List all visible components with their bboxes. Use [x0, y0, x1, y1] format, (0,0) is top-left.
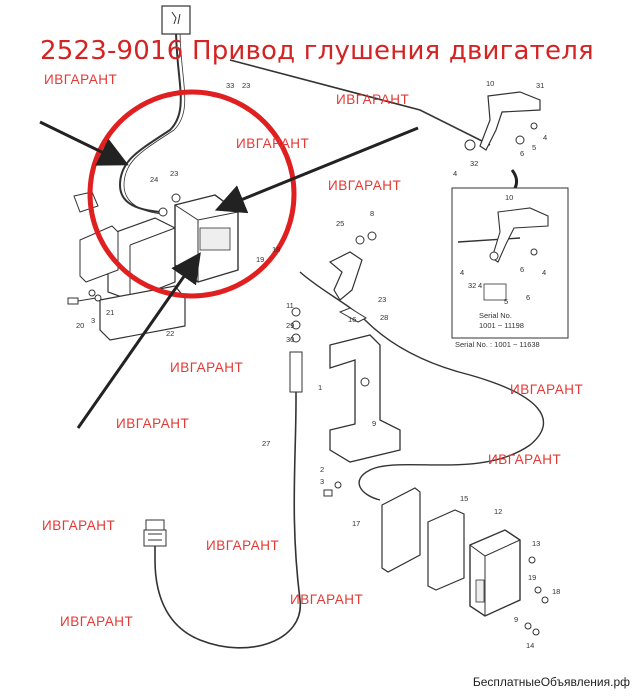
control-cable: [299, 271, 545, 501]
page-title: 2523-9016 Привод глушения двигателя: [40, 36, 594, 66]
callout-number: 2: [320, 465, 324, 474]
callout-number: 28: [380, 313, 388, 322]
bracket-15: [427, 509, 465, 591]
callout-number: 33: [226, 81, 234, 90]
callout-number: 6: [520, 149, 524, 158]
throttle-rod: [229, 59, 491, 146]
callout-number: 11: [286, 301, 294, 310]
upper-cable-inner: [123, 27, 186, 215]
callout-number: 8: [370, 209, 374, 218]
watermark: ИВГАРАНТ: [44, 72, 118, 87]
callout-number: 30: [286, 335, 294, 344]
callout-number: 1: [318, 383, 322, 392]
callout-number: 18: [272, 245, 280, 254]
watermark: ИВГАРАНТ: [206, 538, 280, 553]
callout-number: 32: [470, 159, 478, 168]
callout-number: 9: [514, 615, 518, 624]
callout-number: 12: [494, 507, 502, 516]
callout-number: 3: [91, 316, 95, 325]
callout-number: 21: [106, 308, 114, 317]
callout-number: 5: [504, 297, 508, 306]
watermark: ИВГАРАНТ: [510, 382, 584, 397]
watermark: ИВГАРАНТ: [42, 518, 116, 533]
pointer-arrow-1: [39, 120, 129, 166]
watermark: ИВГАРАНТ: [236, 136, 310, 151]
lower-left-plate: [99, 285, 186, 341]
pointer-arrow-3: [76, 252, 201, 429]
connector-plug: [143, 519, 167, 547]
callout-number: 32: [468, 281, 476, 290]
callout-number: 10: [505, 193, 513, 202]
shutdown-lever: [328, 251, 363, 301]
watermark: ИВГАРАНТ: [60, 614, 134, 629]
callout-number: 4: [460, 268, 464, 277]
callout-number: 29: [286, 321, 294, 330]
callout-number: 13: [532, 539, 540, 548]
callout-number: 14: [526, 641, 534, 650]
callout-number: 4: [453, 169, 457, 178]
callout-number: 6: [520, 265, 524, 274]
watermark: ИВГАРАНТ: [488, 452, 562, 467]
watermark: ИВГАРАНТ: [290, 592, 364, 607]
site-footer: БесплатныеОбъявления.рф: [472, 675, 630, 689]
callout-number: 4: [542, 268, 546, 277]
watermark: ИВГАРАНТ: [116, 416, 190, 431]
callout-number: 20: [76, 321, 84, 330]
left-mount-plate: [79, 225, 119, 283]
callout-number: 23: [242, 81, 250, 90]
watermark: ИВГАРАНТ: [328, 178, 402, 193]
callout-number: 16: [348, 315, 356, 324]
callout-number: 27: [262, 439, 270, 448]
upper-cable: [118, 27, 182, 213]
callout-number: 4: [478, 281, 482, 290]
callout-number: 6: [526, 293, 530, 302]
long-cable: [154, 352, 301, 649]
inset-serial-range: 1001 ~ 11198: [479, 321, 524, 330]
pointer-arrow-2: [214, 126, 419, 214]
callout-number: 23: [378, 295, 386, 304]
callout-number: 31: [536, 81, 544, 90]
callout-number: 4: [543, 133, 547, 142]
callout-number: 15: [460, 494, 468, 503]
mount-plate: [381, 487, 421, 573]
callout-number: 17: [352, 519, 360, 528]
callout-number: 9: [372, 419, 376, 428]
inset-serial-label: Serial No.: [479, 311, 512, 320]
callout-number: 25: [336, 219, 344, 228]
callout-number: 3: [320, 477, 324, 486]
callout-number: 24: [150, 175, 158, 184]
top-connector: [161, 5, 191, 35]
callout-number: 19: [256, 255, 264, 264]
highlight-circle: [87, 89, 297, 299]
callout-number: 22: [166, 329, 174, 338]
callout-number: 5: [532, 143, 536, 152]
watermark: ИВГАРАНТ: [170, 360, 244, 375]
callout-number: 19: [528, 573, 536, 582]
bolt-20: [67, 289, 102, 305]
watermark: ИВГАРАНТ: [336, 92, 410, 107]
top-right-bracket: [479, 91, 541, 151]
callout-number: 23: [170, 169, 178, 178]
main-bracket: [329, 334, 401, 463]
callout-number: 10: [486, 79, 494, 88]
callout-number: 18: [552, 587, 560, 596]
inset-bottom-serial: Serial No. : 1001 ~ 11638: [455, 340, 540, 349]
